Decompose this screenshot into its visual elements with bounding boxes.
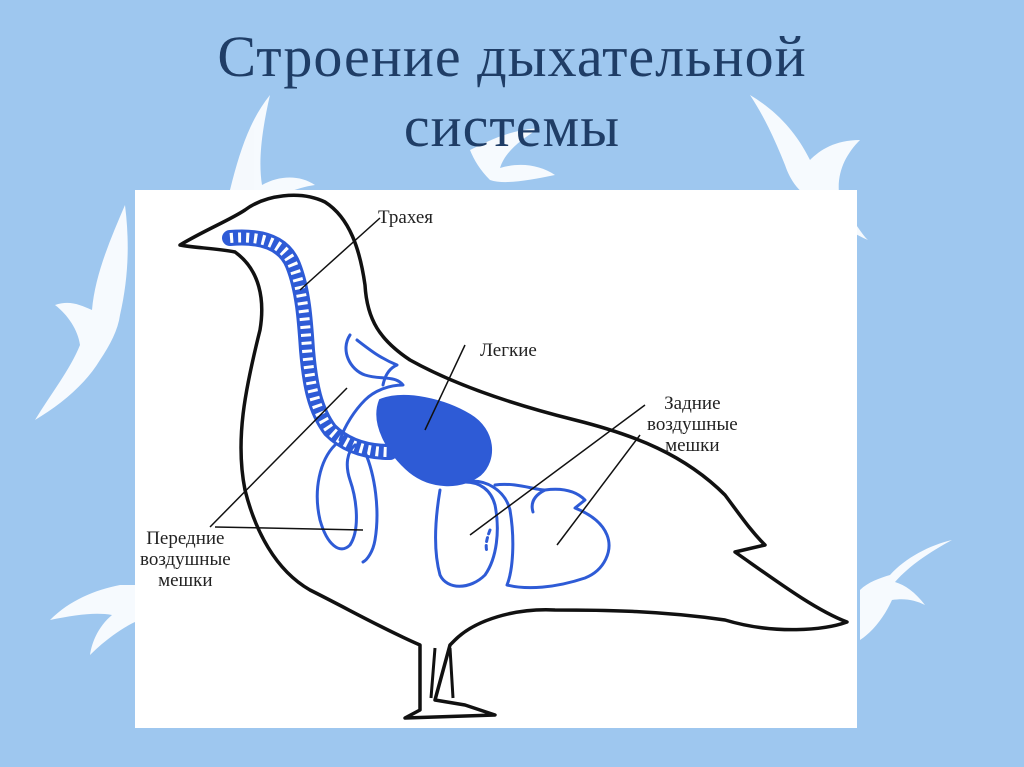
- label-trachea: Трахея: [378, 207, 433, 228]
- bird-outline: [178, 193, 849, 720]
- label-posterior-line-2: воздушные: [647, 414, 738, 435]
- label-lungs-text: Легкие: [480, 340, 537, 361]
- anterior-air-sac-lower-b: [361, 450, 379, 564]
- bird-silhouette-icon: [35, 205, 128, 420]
- posterior-air-sac-dashed: [484, 528, 492, 554]
- trachea: [222, 229, 398, 460]
- bird-leg: [429, 647, 455, 699]
- bird-silhouette-icon: [860, 540, 952, 640]
- anterior-air-sac-upper: [338, 333, 405, 442]
- bird-silhouette-icon: [230, 95, 315, 205]
- leader-lungs: [424, 344, 466, 431]
- anterior-air-sac-upper-b: [355, 338, 399, 387]
- label-posterior-air-sacs: Задние воздушные мешки: [647, 393, 738, 456]
- lung: [376, 394, 493, 487]
- bird-silhouette-icon: [50, 585, 135, 655]
- leader-posterior-2: [556, 434, 641, 546]
- trachea-rings: [229, 232, 391, 457]
- title-line-1: Строение дыхательной: [217, 24, 807, 89]
- slide-title: Строение дыхательной системы: [0, 22, 1024, 162]
- bird-silhouette-icon: [470, 128, 555, 183]
- label-trachea-text: Трахея: [378, 207, 434, 228]
- label-posterior-line-1: Задние: [664, 393, 721, 414]
- leader-posterior-1: [469, 404, 646, 536]
- posterior-air-sac-1: [434, 480, 499, 588]
- leader-trachea: [299, 217, 381, 291]
- diagram-panel: Трахея Легкие Задние воздушные мешки Пер…: [135, 190, 857, 728]
- bird-respiratory-diagram: [178, 193, 849, 720]
- label-anterior-line-2: воздушные: [140, 549, 231, 570]
- label-anterior-line-3: мешки: [158, 570, 213, 591]
- anterior-air-sac-lower: [315, 443, 358, 551]
- title-line-2: системы: [403, 94, 621, 159]
- leader-anterior-1: [209, 387, 348, 528]
- posterior-air-sac-3: [493, 482, 547, 492]
- leader-anterior-2: [214, 526, 364, 531]
- posterior-air-sac-2: [463, 479, 611, 590]
- label-posterior-line-3: мешки: [665, 435, 720, 456]
- label-anterior-line-1: Передние: [146, 528, 225, 549]
- label-anterior-air-sacs: Передние воздушные мешки: [140, 528, 231, 591]
- label-lungs: Легкие: [480, 340, 537, 361]
